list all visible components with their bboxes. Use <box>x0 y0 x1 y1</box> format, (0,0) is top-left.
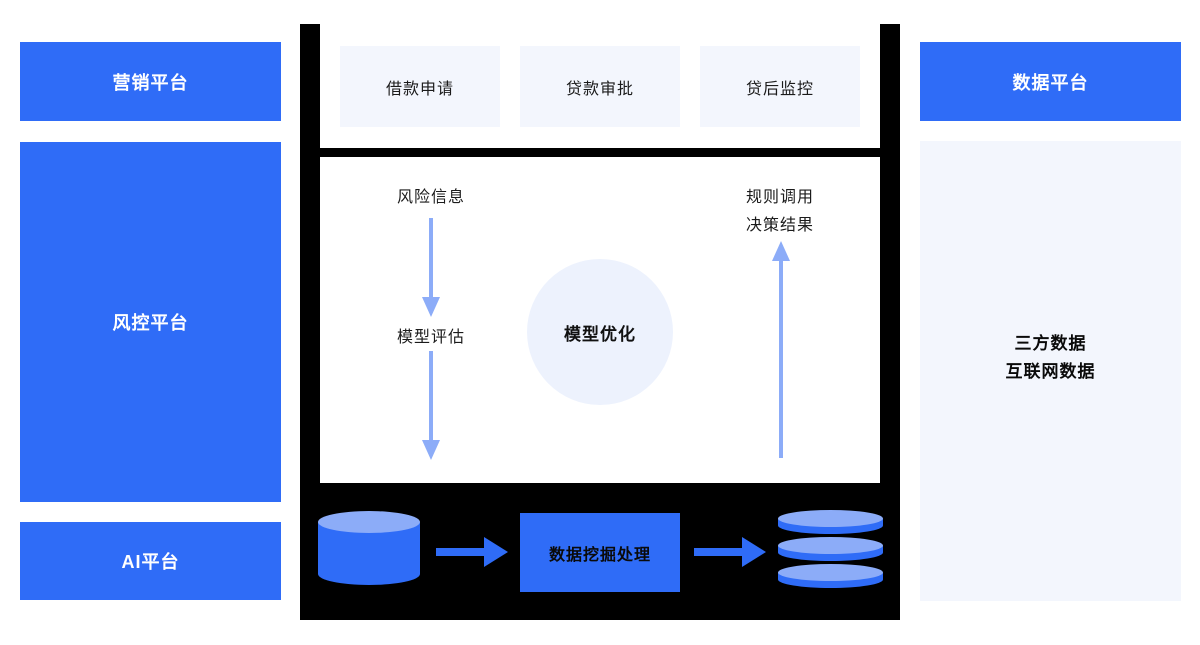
third-party-data-label: 三方数据 <box>1014 334 1087 353</box>
model-flow-area: 风险信息 模型评估 模型优化 规则调用 决策结果 <box>320 157 880 483</box>
arrow-right-icon <box>694 537 766 567</box>
data-platform-block: 数据平台 <box>920 42 1181 121</box>
database-cylinder-icon <box>318 510 420 586</box>
rule-invoke-label: 规则调用 <box>745 189 814 206</box>
decision-result-label: 决策结果 <box>745 217 814 234</box>
ai-platform-block: AI平台 <box>20 522 281 600</box>
loan-process-strip: 借款申请 贷款审批 贷后监控 <box>320 24 880 148</box>
loan-application-box: 借款申请 <box>340 46 500 127</box>
post-loan-monitoring-label: 贷后监控 <box>745 80 814 98</box>
model-optimization-label: 模型优化 <box>564 324 636 344</box>
arrow-up-icon <box>772 241 790 458</box>
model-optimization-circle: 模型优化 <box>527 259 673 405</box>
risk-info-label: 风险信息 <box>396 189 465 206</box>
loan-approval-label: 贷款审批 <box>565 80 634 98</box>
risk-platform-block: 风控平台 <box>20 142 281 502</box>
arrow-down-icon <box>422 218 440 317</box>
ai-platform-label: AI平台 <box>121 552 180 572</box>
loan-approval-box: 贷款审批 <box>520 46 680 127</box>
database-stack-icon <box>778 510 883 588</box>
marketing-platform-label: 营销平台 <box>112 72 189 93</box>
data-platform-label: 数据平台 <box>1012 72 1089 93</box>
risk-platform-label: 风控平台 <box>112 313 189 333</box>
post-loan-monitoring-box: 贷后监控 <box>700 46 860 127</box>
center-frame: 借款申请 贷款审批 贷后监控 风险信息 模型评估 <box>300 24 900 620</box>
loan-application-label: 借款申请 <box>385 80 454 98</box>
data-sources-panel: 三方数据 互联网数据 <box>920 141 1181 601</box>
arrow-down-icon <box>422 351 440 460</box>
data-mining-label: 数据挖掘处理 <box>548 546 651 564</box>
model-evaluation-label: 模型评估 <box>396 329 465 346</box>
arrow-right-icon <box>436 537 508 567</box>
marketing-platform-block: 营销平台 <box>20 42 281 121</box>
internet-data-label: 互联网数据 <box>1005 362 1096 381</box>
data-mining-box: 数据挖掘处理 <box>520 513 680 592</box>
